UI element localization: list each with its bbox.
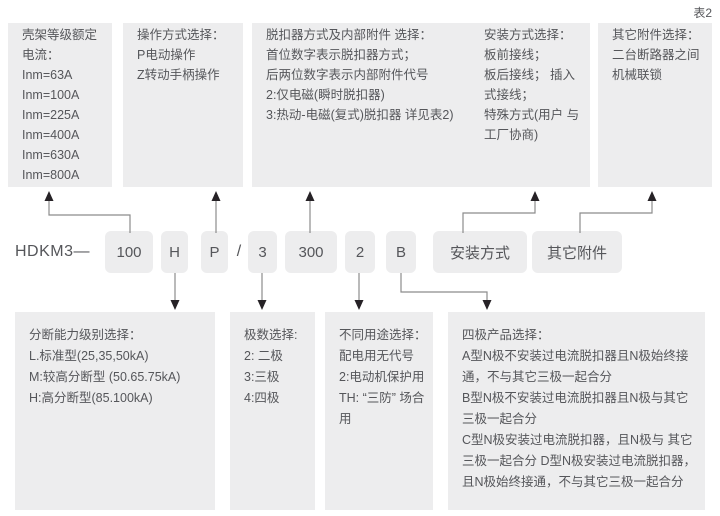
top-box-operation-mode: 操作方式选择： P电动操作 Z转动手柄操作 <box>123 23 243 187</box>
arrow-frame-current-up <box>44 191 131 233</box>
arrow-usage-type-down <box>354 273 364 310</box>
arrow-trip-unit-up <box>305 191 315 233</box>
segment-four-pole: B <box>386 231 416 273</box>
bottom-box-breaking-capacity: 分断能力级别选择： L.标准型(25,35,50kA) M:较高分断型 (50.… <box>15 312 215 510</box>
arrow-installation-up <box>462 191 540 233</box>
segment-operation: P <box>201 231 228 273</box>
segment-usage: 2 <box>345 231 375 273</box>
top-box-frame-rated-current: 壳架等级额定电流： Inm=63A Inm=100A Inm=225A Inm=… <box>8 23 112 187</box>
segment-installation: 安装方式 <box>433 231 527 273</box>
top-box-installation-mode: 安装方式选择： 板前接线； 板后接线； 插入式接线； 特殊方式(用户 与工厂协商… <box>470 23 590 187</box>
arrow-operation-up <box>211 191 221 233</box>
bottom-box-pole-number: 极数选择: 2: 二极 3:三极 4:四极 <box>230 312 315 510</box>
bottom-box-four-pole-product: 四极产品选择： A型N极不安装过电流脱扣器且N极始终接通，不与其它三极一起合分 … <box>448 312 705 510</box>
arrow-four-pole-down <box>400 273 492 310</box>
table-label: 表2 <box>693 6 712 20</box>
arrow-other-accessories-up <box>579 191 657 233</box>
segment-separator: / <box>236 243 242 260</box>
top-box-other-accessories: 其它附件选择： 二台断路器之间机械联锁 <box>598 23 712 187</box>
bottom-box-usage-type: 不同用途选择： 配电用无代号 2:电动机保护用 TH: “三防” 场合用 <box>325 312 433 510</box>
segment-poles: 3 <box>248 231 277 273</box>
segment-other-accessories: 其它附件 <box>532 231 622 273</box>
segment-breaking-level: H <box>161 231 188 273</box>
arrow-breaking-capacity-down <box>170 273 180 310</box>
top-box-trip-unit-and-accessories: 脱扣器方式及内部附件 选择： 首位数字表示脱扣器方式； 后两位数字表示内部附件代… <box>252 23 473 187</box>
segment-frame-current: 100 <box>105 231 153 273</box>
model-prefix: HDKM3— <box>15 243 91 260</box>
segment-trip-unit: 300 <box>285 231 337 273</box>
arrow-pole-number-down <box>257 273 267 310</box>
